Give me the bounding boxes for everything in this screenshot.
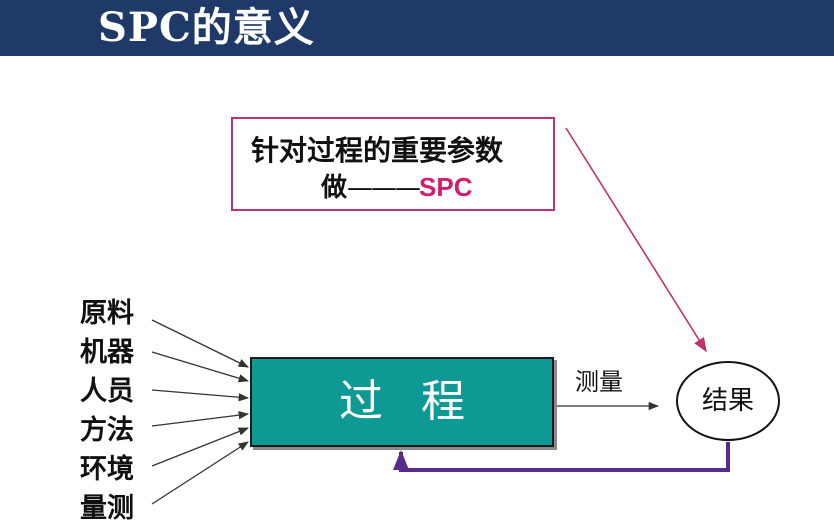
- input-factor-measurement: 量测: [80, 493, 134, 524]
- note-spc-term: SPC: [419, 172, 473, 202]
- result-node: 结果: [676, 361, 780, 441]
- slide-title: SPC的意义: [98, 4, 315, 51]
- result-label: 结果: [701, 386, 754, 416]
- spc-to-result-arrow: [565, 127, 707, 353]
- feedback-loop-arrow: [393, 442, 730, 472]
- process-label: 过程: [339, 376, 503, 427]
- note-text-line2: 做———SPC: [321, 167, 472, 204]
- note-text-line1: 针对过程的重要参数: [251, 134, 504, 167]
- title-bar: SPC的意义: [0, 0, 834, 56]
- input-factor-material: 原料: [80, 298, 134, 329]
- note-prefix: 做: [321, 173, 348, 203]
- input-factor-people: 人员: [80, 376, 134, 407]
- input-arrow-6: [151, 441, 249, 505]
- note-dash: ———: [347, 173, 421, 203]
- input-arrow-5: [151, 427, 249, 467]
- input-factor-machine: 机器: [80, 337, 134, 368]
- spc-note-box: 针对过程的重要参数 做———SPC: [231, 117, 555, 211]
- input-arrow-2: [151, 351, 249, 383]
- input-factor-list: 原料 机器 人员 方法 环境 量测: [80, 294, 150, 528]
- process-box: 过程: [250, 357, 554, 447]
- input-arrow-4: [151, 411, 250, 427]
- measure-label: 测量: [575, 368, 623, 396]
- input-arrow-3: [151, 389, 250, 402]
- input-arrow-1: [151, 319, 249, 368]
- input-factor-method: 方法: [80, 415, 134, 446]
- input-factor-environment: 环境: [80, 454, 134, 485]
